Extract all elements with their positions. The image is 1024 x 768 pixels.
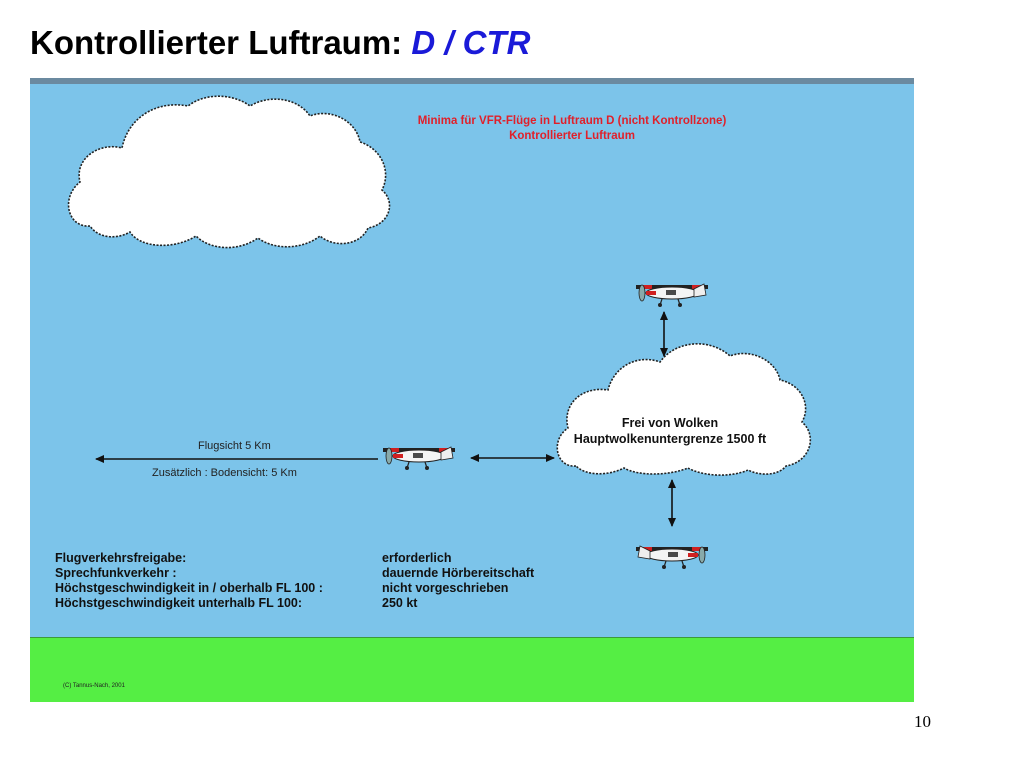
- rule-label: Flugverkehrsfreigabe:: [55, 551, 187, 565]
- rule-value: 250 kt: [382, 596, 418, 610]
- rule-label: Höchstgeschwindigkeit unterhalb FL 100:: [55, 596, 303, 610]
- slide-title-accent: D / CTR: [411, 24, 531, 61]
- airplane-icon: [635, 283, 709, 308]
- rule-value: nicht vorgeschrieben: [382, 581, 509, 595]
- airplane-icon: [382, 446, 456, 471]
- ground-area: [30, 637, 914, 702]
- page-number: 10: [914, 712, 931, 731]
- airplane-icon: [635, 545, 709, 570]
- rule-value: erforderlich: [382, 551, 452, 565]
- rule-label: Sprechfunkverkehr :: [55, 566, 177, 580]
- rule-label: Höchstgeschwindigkeit in / oberhalb FL 1…: [55, 581, 323, 595]
- cloud-large-icon: [67, 95, 391, 249]
- flight-visibility-label: Flugsicht 5 Km: [198, 440, 271, 452]
- cloud-text-line2: Hauptwolkenuntergrenze 1500 ft: [573, 432, 767, 446]
- diagram-artwork: [67, 95, 812, 570]
- diagram-heading: Minima für VFR-Flüge in Luftraum D (nich…: [360, 114, 784, 144]
- figure-top-border: [30, 78, 914, 84]
- diagram-heading-line1: Minima für VFR-Flüge in Luftraum D (nich…: [417, 115, 727, 127]
- rule-value: dauernde Hörbereitschaft: [382, 566, 535, 580]
- slide-title-main: Kontrollierter Luftraum:: [30, 24, 403, 61]
- airspace-diagram: Minima für VFR-Flüge in Luftraum D (nich…: [30, 78, 914, 702]
- cloud-small-icon: [556, 343, 812, 476]
- cloud-clearance-text: Frei von Wolken Hauptwolkenuntergrenze 1…: [560, 415, 780, 447]
- diagram-heading-line2: Kontrollierter Luftraum: [509, 130, 635, 142]
- cloud-text-line1: Frei von Wolken: [621, 416, 719, 430]
- ground-visibility-label: Zusätzlich : Bodensicht: 5 Km: [152, 467, 297, 479]
- slide-title: Kontrollierter Luftraum: D / CTR: [30, 24, 531, 62]
- credit-text: (C) Tannus-Nach, 2001: [63, 683, 125, 689]
